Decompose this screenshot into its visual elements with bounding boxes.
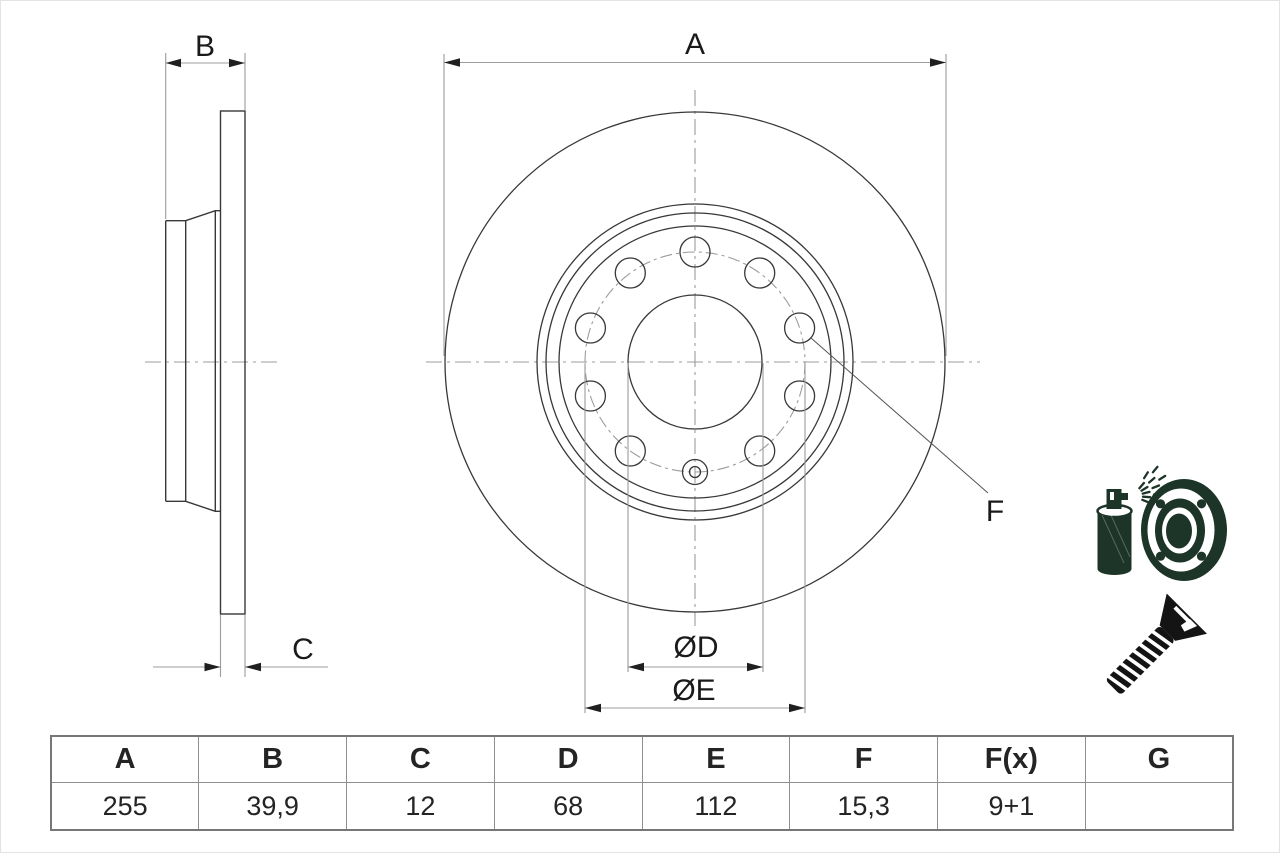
table-value-fx: 9+1 (937, 782, 1086, 831)
label-dim-a: A (685, 28, 705, 61)
dimension-lines (153, 53, 989, 713)
table-value-e: 112 (641, 782, 791, 831)
table-value-a: 255 (50, 782, 200, 831)
spray-coating-disc-icon (1096, 465, 1227, 581)
table-value-f: 15,3 (789, 782, 938, 831)
table-value-row: 255 39,9 12 68 112 15,3 9+1 (50, 782, 1234, 831)
table-header-d: D (493, 735, 643, 783)
table-header-a: A (50, 735, 200, 783)
table-header-g: G (1084, 735, 1234, 783)
centerlines (145, 90, 980, 626)
label-dim-b: B (195, 30, 215, 63)
table-header-fx: F(x) (937, 735, 1086, 783)
label-dim-c: C (292, 633, 314, 666)
table-value-d: 68 (493, 782, 643, 831)
table-value-g (1084, 782, 1234, 831)
dimension-table: A B C D E F F(x) G 255 39,9 12 68 112 15… (50, 735, 1234, 831)
table-header-b: B (198, 735, 347, 783)
table-header-f: F (789, 735, 938, 783)
table-header-row: A B C D E F F(x) G (50, 735, 1234, 783)
label-dim-d: ØD (674, 631, 719, 664)
dimension-labels: A B C ØD ØE F (195, 28, 1004, 707)
label-dim-f: F (986, 495, 1004, 528)
side-view (164, 110, 246, 615)
countersunk-screw-icon (1104, 593, 1208, 694)
table-value-c: 12 (346, 782, 495, 831)
drawing-area: A B C ØD ØE F (145, 28, 1227, 713)
label-dim-e: ØE (672, 674, 715, 707)
table-header-c: C (346, 735, 495, 783)
table-header-e: E (641, 735, 791, 783)
dimension-arrowheads (165, 58, 946, 713)
table-value-b: 39,9 (198, 782, 347, 831)
front-view (444, 111, 946, 613)
